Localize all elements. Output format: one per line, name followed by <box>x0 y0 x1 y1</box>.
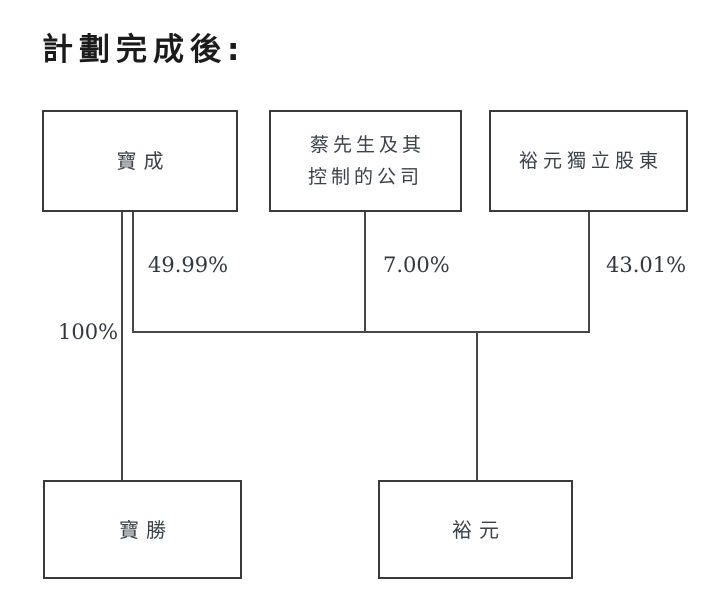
entity-box-yue-yuen: 裕元 <box>378 480 573 579</box>
connector-tsai-to-bus <box>364 212 366 333</box>
ownership-pct-yyind-yueyuen: 43.01% <box>606 253 687 277</box>
connector-horizontal-bus <box>132 331 590 333</box>
connector-bus-to-yueyuen <box>476 331 478 480</box>
ownership-pct-pouchen-yueyuen: 49.99% <box>148 253 229 277</box>
entity-box-pou-sheng: 寶勝 <box>43 480 242 579</box>
entity-box-yue-yuen-independent-shareholders: 裕元獨立股東 <box>489 110 688 212</box>
entity-box-pou-chen: 寶成 <box>42 110 238 212</box>
ownership-pct-pouchen-pousheng: 100% <box>58 320 119 344</box>
connector-pouchen-to-bus <box>132 212 134 333</box>
connector-pouchen-to-pousheng <box>121 212 123 480</box>
entity-box-tsai-companies: 蔡先生及其 控制的公司 <box>269 110 462 212</box>
ownership-pct-tsai-yueyuen: 7.00% <box>383 253 450 277</box>
page-title: 計劃完成後: <box>42 32 246 68</box>
connector-yyind-to-bus <box>588 212 590 333</box>
